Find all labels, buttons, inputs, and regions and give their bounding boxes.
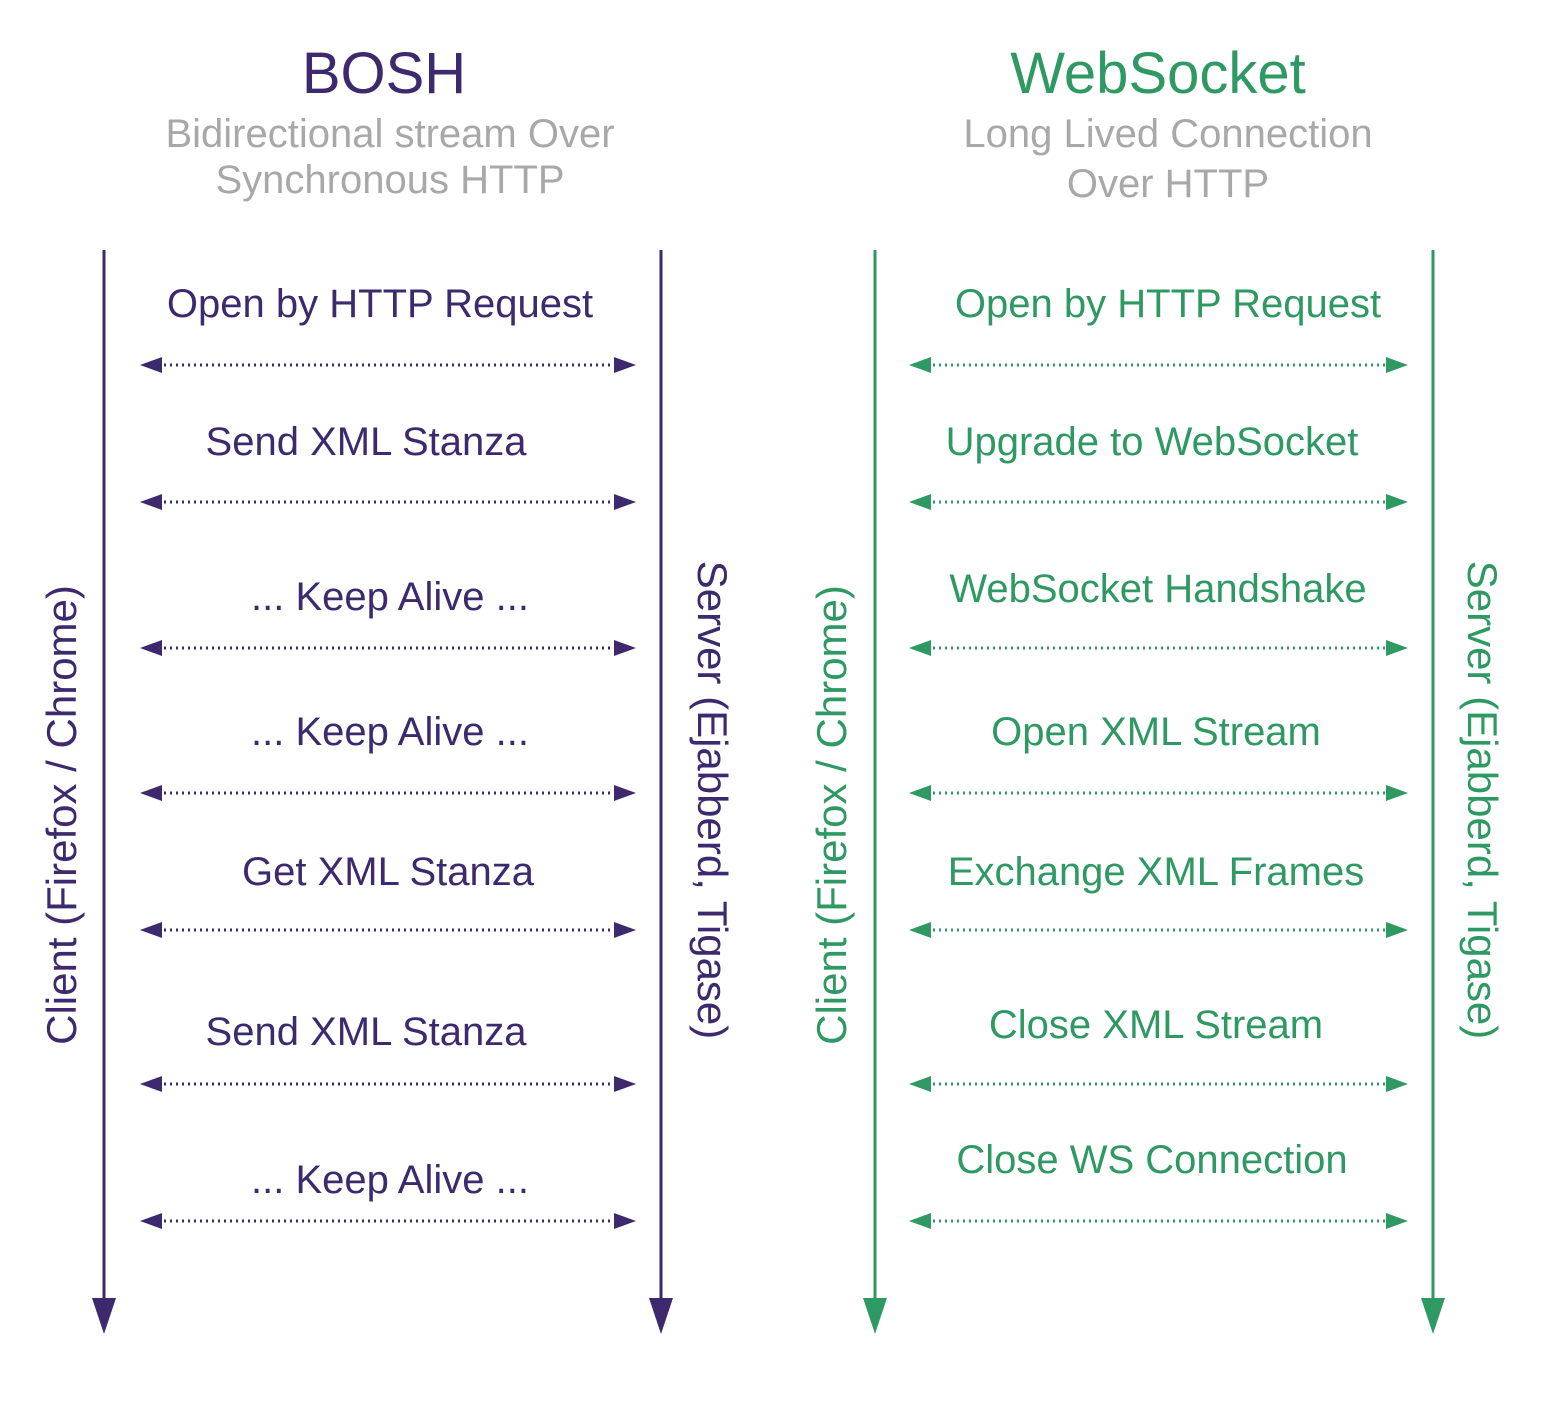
websocket-message-arrowhead-left <box>909 922 931 938</box>
websocket-title: WebSocket <box>1010 41 1306 106</box>
websocket-message-arrowhead-right <box>1386 494 1408 510</box>
websocket-message-arrowhead-left <box>909 1076 931 1092</box>
bosh-message-arrowhead-left <box>140 1076 162 1092</box>
websocket-message-label: Open by HTTP Request <box>954 282 1382 326</box>
bosh-panel: BOSH Bidirectional stream Over Synchrono… <box>38 41 736 1334</box>
bosh-message-arrowhead-left <box>140 494 162 510</box>
websocket-message-arrowhead-left <box>909 1213 931 1229</box>
bosh-message-label: Send XML Stanza <box>205 1010 527 1054</box>
bosh-message-label: Get XML Stanza <box>242 850 534 894</box>
bosh-client-label: Client (Firefox / Chrome) <box>38 585 85 1045</box>
websocket-message-arrowhead-right <box>1386 1076 1408 1092</box>
bosh-client-lifeline-arrowhead <box>92 1298 116 1334</box>
websocket-message-arrowhead-right <box>1386 357 1408 373</box>
websocket-message-arrowhead-left <box>909 785 931 801</box>
bosh-message-arrowhead-left <box>140 357 162 373</box>
bosh-message-label: Open by HTTP Request <box>166 282 594 326</box>
bosh-message-arrowhead-right <box>614 640 636 656</box>
bosh-message-arrowhead-left <box>140 785 162 801</box>
websocket-client-label: Client (Firefox / Chrome) <box>808 585 855 1045</box>
bosh-message-arrowhead-right <box>614 1213 636 1229</box>
websocket-message-arrowhead-right <box>1386 785 1408 801</box>
bosh-server-label: Server (Ejabberd, Tigase) <box>689 560 736 1040</box>
websocket-message-arrowhead-left <box>909 357 931 373</box>
bosh-message-arrowhead-left <box>140 640 162 656</box>
websocket-message-label: Close WS Connection <box>956 1138 1348 1182</box>
websocket-message-label: Upgrade to WebSocket <box>945 420 1359 464</box>
bosh-message-arrowhead-right <box>614 1076 636 1092</box>
bosh-message-label: ... Keep Alive ... <box>251 1158 529 1202</box>
bosh-message-arrows <box>140 357 636 1229</box>
websocket-message-label: Open XML Stream <box>991 710 1321 754</box>
websocket-message-label: Exchange XML Frames <box>947 850 1365 894</box>
bosh-message-arrowhead-left <box>140 922 162 938</box>
websocket-message-label: WebSocket Handshake <box>949 567 1367 611</box>
bosh-message-arrowhead-right <box>614 494 636 510</box>
bosh-message-label: ... Keep Alive ... <box>251 710 529 754</box>
websocket-message-label: Close XML Stream <box>988 1003 1324 1047</box>
bosh-subtitle-line2: Synchronous HTTP <box>215 158 565 202</box>
bosh-message-label: Send XML Stanza <box>205 420 527 464</box>
bosh-message-label: ... Keep Alive ... <box>251 575 529 619</box>
websocket-message-arrowhead-left <box>909 494 931 510</box>
bosh-message-arrowhead-right <box>614 357 636 373</box>
websocket-message-arrows <box>909 357 1408 1229</box>
websocket-message-arrowhead-right <box>1386 640 1408 656</box>
websocket-server-label: Server (Ejabberd, Tigase) <box>1459 560 1506 1040</box>
bosh-subtitle-line1: Bidirectional stream Over <box>165 112 615 156</box>
bosh-title: BOSH <box>301 41 467 106</box>
websocket-message-arrowhead-right <box>1386 922 1408 938</box>
bosh-message-arrowhead-left <box>140 1213 162 1229</box>
websocket-subtitle-line1: Long Lived Connection <box>963 112 1373 156</box>
websocket-message-arrowhead-left <box>909 640 931 656</box>
websocket-panel: WebSocket Long Lived Connection Over HTT… <box>772 0 1544 1412</box>
bosh-message-arrowhead-right <box>614 922 636 938</box>
bosh-diagram-lines <box>92 250 673 1334</box>
websocket-server-lifeline-arrowhead <box>1421 1298 1445 1334</box>
websocket-diagram-lines <box>863 250 1445 1334</box>
bosh-server-lifeline-arrowhead <box>649 1298 673 1334</box>
websocket-client-lifeline-arrowhead <box>863 1298 887 1334</box>
websocket-message-arrowhead-right <box>1386 1213 1408 1229</box>
websocket-subtitle-line2: Over HTTP <box>1066 162 1270 206</box>
bosh-message-arrowhead-right <box>614 785 636 801</box>
